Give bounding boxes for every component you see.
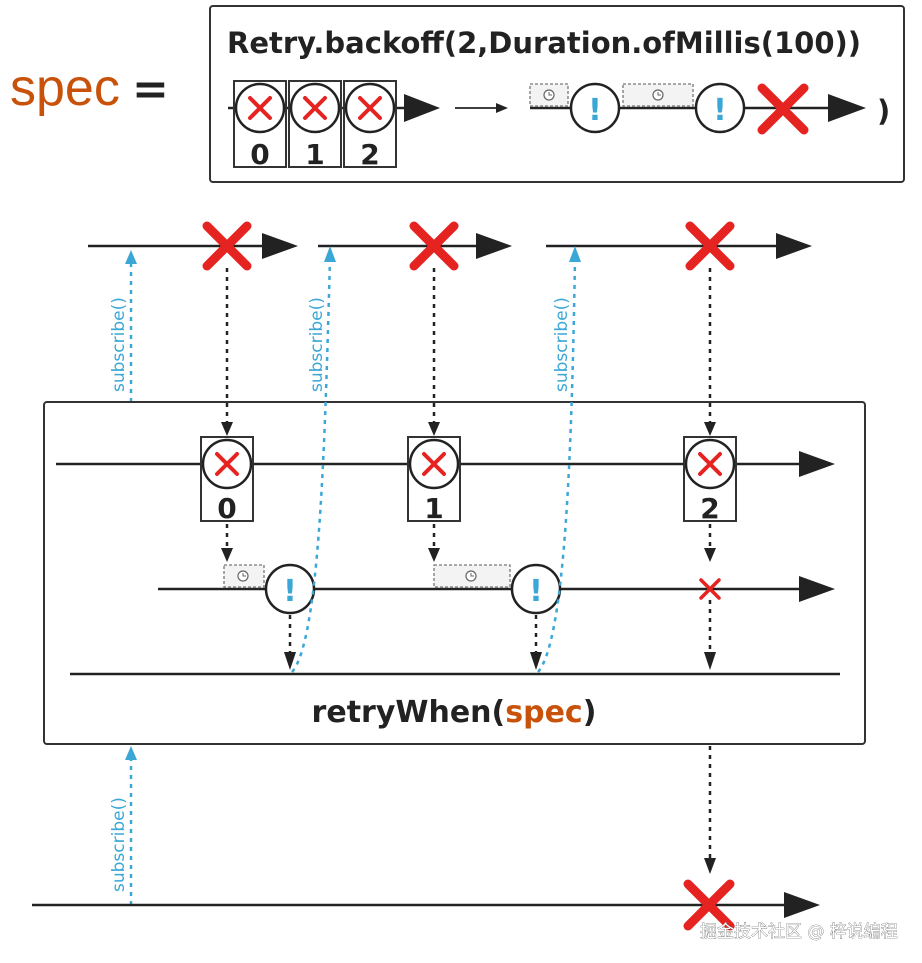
result-terminal-error — [683, 879, 735, 931]
retry-signal-0-glyph: ! — [283, 574, 297, 609]
subscribe-arrowhead-bottom — [125, 746, 137, 760]
formula-index-box-1 — [288, 80, 342, 168]
formula-signal-1-glyph: ! — [588, 93, 602, 128]
error-drop-arrowhead-1 — [428, 422, 440, 436]
formula-signal-1 — [569, 82, 621, 134]
attempt-arrowhead-0 — [262, 233, 298, 259]
formula-error-1 — [289, 82, 341, 134]
operator-label: retryWhen(spec) — [312, 695, 597, 730]
source-attempts — [88, 221, 812, 271]
formula-frame — [209, 5, 905, 183]
error-index-2: 2 — [700, 492, 719, 525]
signal-drop-arrowhead-0 — [284, 652, 296, 670]
to-companion-arrowhead-0 — [221, 548, 233, 562]
backoff-companion-arrowhead — [799, 576, 835, 602]
subscribe-arrowhead-0 — [125, 250, 137, 264]
indexed-error-0 — [201, 438, 253, 490]
clock-icon — [465, 570, 477, 582]
formula-arrowhead — [404, 94, 440, 122]
subscribe-label-1: subscribe() — [307, 297, 327, 392]
formula-error-0 — [234, 82, 286, 134]
clock-icon — [652, 89, 664, 101]
resubscribe-arrowhead-1 — [324, 246, 336, 262]
formula-close-paren: ) — [877, 94, 890, 128]
formula-index-box-0 — [233, 80, 287, 168]
error-index-box-0 — [200, 436, 254, 522]
attempt-arrowhead-2 — [776, 233, 812, 259]
error-drop-arrowhead-2 — [704, 422, 716, 436]
formula-terminal-error — [757, 83, 809, 135]
formula-index-box-2 — [343, 80, 397, 168]
subscribe-label-2: subscribe() — [552, 297, 572, 392]
operator-close: ) — [583, 695, 597, 730]
final-error-drop-arrowhead — [704, 858, 716, 874]
clock-icon — [543, 89, 555, 101]
formula-output-arrowhead — [828, 94, 866, 122]
indexed-error-1 — [408, 438, 460, 490]
formula-index-1: 1 — [305, 138, 324, 171]
signal-drop-arrowhead-2 — [704, 652, 716, 670]
error-index-1: 1 — [424, 492, 443, 525]
retry-when-operator-box — [43, 401, 866, 745]
to-companion-arrowhead-1 — [428, 548, 440, 562]
subscribe-label-0: subscribe() — [109, 297, 129, 392]
attempt-arrowhead-1 — [476, 233, 512, 259]
result-arrowhead — [784, 892, 820, 918]
equals-sign: = — [132, 64, 169, 115]
attempt-error-2 — [685, 221, 735, 271]
spec-formula-box: Retry.backoff(2,Duration.ofMillis(100)) … — [209, 5, 905, 183]
spec-label: spec — [10, 59, 120, 117]
formula-signal-2-glyph: ! — [713, 93, 727, 128]
attempt-error-1 — [409, 221, 459, 271]
signal-drop-arrowhead-1 — [530, 652, 542, 670]
formula-title: Retry.backoff(2,Duration.ofMillis(100)) — [227, 26, 861, 60]
operator-name: retryWhen( — [312, 695, 506, 730]
formula-signal-2 — [694, 82, 746, 134]
indexed-error-2 — [684, 438, 736, 490]
attempt-error-0 — [202, 221, 252, 271]
retry-signal-1 — [510, 563, 562, 615]
to-companion-arrowhead-2 — [704, 548, 716, 562]
subscribe-label-bottom: subscribe() — [109, 797, 129, 892]
formula-error-2 — [344, 82, 396, 134]
error-index-0: 0 — [217, 492, 236, 525]
backoff-exhausted-error — [699, 578, 721, 600]
error-drop-arrowhead-0 — [221, 422, 233, 436]
resubscribe-curve-1 — [291, 257, 332, 673]
error-index-box-2 — [683, 436, 737, 522]
retry-signal-0 — [264, 563, 316, 615]
retry-signal-1-glyph: ! — [529, 574, 543, 609]
formula-index-0: 0 — [250, 138, 269, 171]
watermark: 掘金技术社区 @ 梓说编程 — [700, 922, 898, 942]
error-index-box-1 — [407, 436, 461, 522]
formula-index-2: 2 — [360, 138, 379, 171]
resubscribe-curve-2 — [537, 257, 577, 673]
operator-arg: spec — [505, 695, 582, 730]
resubscribe-arrowhead-2 — [569, 246, 581, 262]
formula-mapping-arrowhead — [496, 103, 508, 113]
error-companion-arrowhead — [799, 451, 835, 477]
clock-icon — [237, 570, 249, 582]
